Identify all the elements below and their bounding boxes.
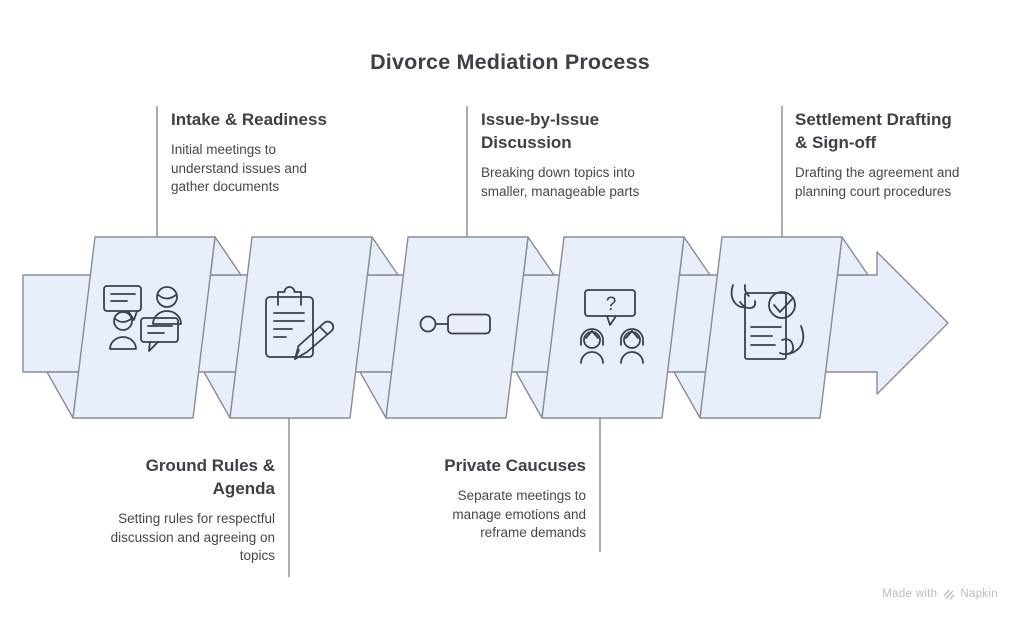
step-panel — [229, 236, 373, 419]
napkin-logo-icon — [943, 589, 955, 600]
clipboard-pencil-icon — [265, 286, 335, 360]
ribbon-fold — [366, 236, 399, 276]
step-description: Breaking down topics into smaller, manag… — [481, 165, 640, 199]
step-description: Separate meetings to manage emotions and… — [452, 488, 586, 540]
step-panel — [385, 236, 529, 419]
step-label-settlement-drafting: Settlement Drafting & Sign-off Drafting … — [795, 108, 1003, 201]
ribbon-fold — [678, 236, 711, 276]
question-mark-glyph: ? — [606, 294, 617, 315]
step-description: Initial meetings to understand issues an… — [171, 142, 307, 194]
step-label-intake-readiness: Intake & Readiness Initial meetings to u… — [171, 108, 356, 197]
connector-line — [781, 106, 783, 237]
ribbon-fold — [836, 236, 869, 276]
watermark-prefix: Made with — [882, 587, 938, 600]
step-title: Issue-by-Issue Discussion — [481, 110, 600, 152]
step-title: Intake & Readiness — [171, 110, 327, 129]
question-people-icon: ? — [580, 289, 644, 364]
step-description: Drafting the agreement and planning cour… — [795, 165, 960, 199]
step-label-private-caucuses: Private Caucuses Separate meetings to ma… — [391, 454, 586, 543]
connector-line — [599, 418, 601, 552]
step-description: Setting rules for respectful discussion … — [110, 511, 275, 563]
step-label-ground-rules: Ground Rules & Agenda Setting rules for … — [75, 454, 275, 566]
connector-line — [466, 106, 468, 237]
step-title: Private Caucuses — [444, 456, 586, 475]
connector-line — [156, 106, 158, 237]
step-label-issue-by-issue: Issue-by-Issue Discussion Breaking down … — [481, 108, 676, 201]
step-title: Ground Rules & Agenda — [145, 456, 275, 498]
step-panel — [72, 236, 216, 419]
ribbon-fold — [209, 236, 242, 276]
connector-line — [288, 418, 290, 577]
agreement-check-icon — [730, 284, 805, 360]
diagram-title: Divorce Mediation Process — [370, 50, 650, 74]
conversation-icon — [103, 285, 182, 352]
step-title: Settlement Drafting & Sign-off — [795, 110, 952, 152]
ribbon-fold — [522, 236, 555, 276]
step-panel — [541, 236, 685, 419]
watermark-brand: Napkin — [960, 587, 998, 600]
made-with-napkin-watermark: Made with Napkin — [882, 587, 998, 600]
topic-node-icon — [419, 313, 491, 335]
